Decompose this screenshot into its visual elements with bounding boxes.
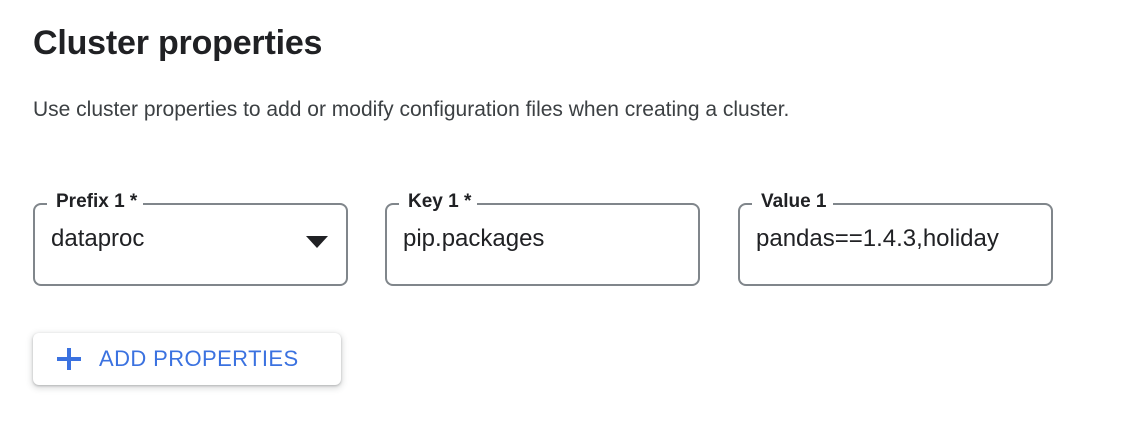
key-field-label: Key 1 *	[402, 190, 478, 214]
value-field[interactable]: Value 1 pandas==1.4.3,holiday	[738, 190, 1053, 286]
key-field-value[interactable]: pip.packages	[403, 225, 545, 252]
properties-row: Prefix 1 * dataproc Key 1 * pip.packages	[0, 190, 1122, 287]
prefix-field-value[interactable]: dataproc	[51, 225, 145, 252]
value-field-value[interactable]: pandas==1.4.3,holiday	[756, 225, 999, 252]
plus-icon	[57, 347, 81, 371]
value-field-label: Value 1	[755, 190, 833, 214]
page-subtitle: Use cluster properties to add or modify …	[33, 98, 790, 121]
add-properties-button-label: ADD PROPERTIES	[99, 346, 299, 371]
prefix-field[interactable]: Prefix 1 * dataproc	[33, 190, 348, 286]
page-title: Cluster properties	[33, 24, 323, 62]
prefix-field-label: Prefix 1 *	[50, 190, 144, 214]
add-properties-button[interactable]: ADD PROPERTIES	[33, 333, 341, 385]
key-field[interactable]: Key 1 * pip.packages	[385, 190, 700, 286]
chevron-down-icon[interactable]	[306, 236, 328, 248]
